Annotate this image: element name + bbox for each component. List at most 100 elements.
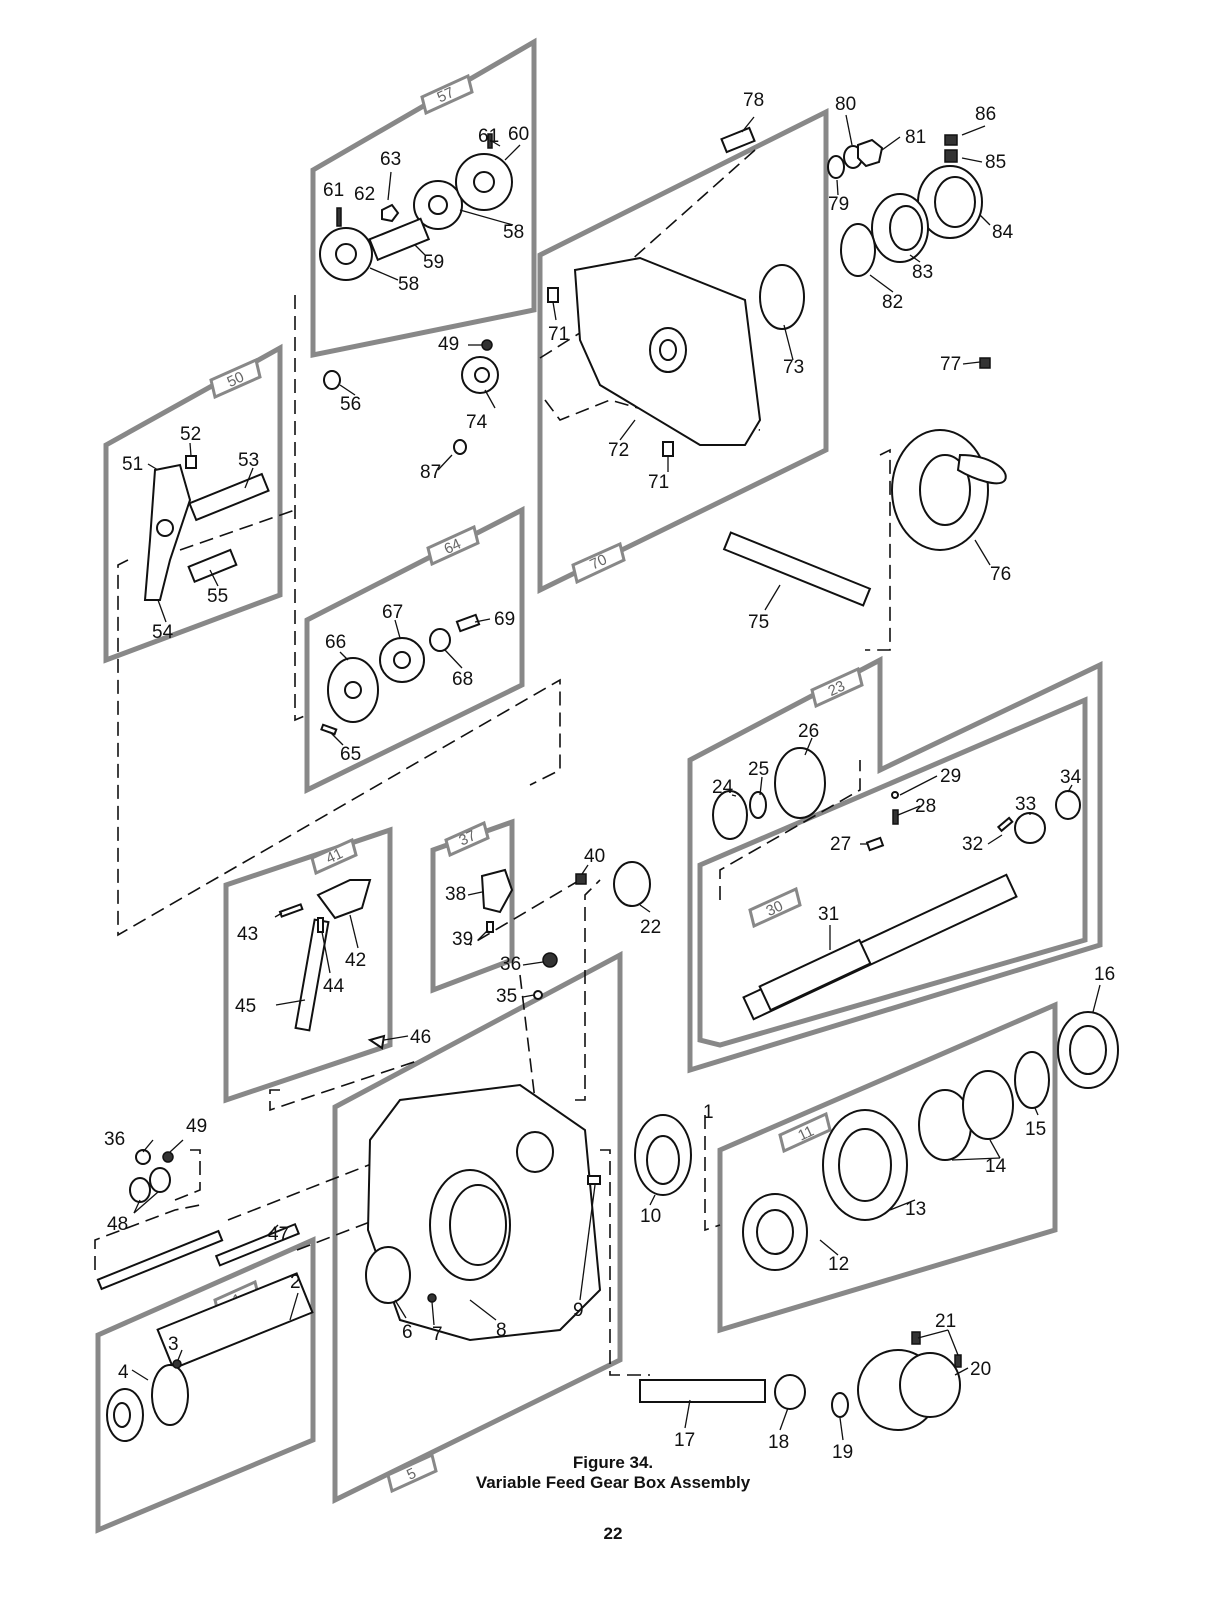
washer-87	[453, 439, 467, 455]
part-label-60: 60	[508, 124, 529, 145]
part-label-12: 12	[828, 1254, 849, 1275]
pin-39	[486, 921, 494, 933]
lever-38	[480, 868, 514, 914]
shaft-75	[722, 531, 872, 607]
tag-30: 30	[748, 886, 802, 929]
part-label-38: 38	[445, 884, 466, 905]
tag-57: 57	[420, 73, 474, 116]
shaft-59	[368, 217, 431, 262]
group-label-41: 41	[323, 845, 345, 867]
screw-49-lower	[162, 1151, 174, 1163]
part-labels: 78 80 81 86 85 79 84 83 82 61 60 63 61 6…	[104, 90, 1115, 1463]
gear-26	[774, 747, 826, 819]
group-label-64: 64	[441, 536, 463, 558]
frame-group-11	[717, 1001, 1058, 1334]
key-46	[367, 1034, 386, 1050]
sleeve-2	[156, 1272, 314, 1370]
part-label-67: 67	[382, 602, 403, 623]
screw-69	[455, 613, 481, 633]
part-label-69: 69	[494, 609, 515, 630]
part-label-28: 28	[915, 796, 936, 817]
spring-22	[613, 861, 651, 907]
part-label-36-lower: 36	[104, 1129, 125, 1150]
part-label-33: 33	[1015, 794, 1036, 815]
part-label-78: 78	[743, 90, 764, 111]
part-label-9: 9	[573, 1300, 584, 1321]
group-label-57: 57	[435, 84, 457, 106]
leader-lines	[131, 114, 1101, 1441]
part-label-61-upper: 61	[478, 126, 499, 147]
parts	[96, 126, 1119, 1442]
group-label-30: 30	[763, 898, 785, 920]
lever-42	[316, 879, 372, 920]
pin-43	[278, 903, 304, 918]
part-label-62: 62	[354, 184, 375, 205]
nut-62	[381, 203, 400, 223]
tag-64: 64	[426, 524, 480, 567]
part-label-39: 39	[452, 929, 473, 950]
pin-65	[320, 723, 338, 736]
group-label-37: 37	[456, 827, 478, 849]
key-27	[865, 836, 885, 852]
part-label-44: 44	[323, 976, 345, 997]
seal-73	[759, 264, 805, 330]
tag-41: 41	[310, 837, 358, 876]
collar-48a	[129, 1177, 151, 1203]
frame-group-70	[537, 107, 829, 595]
group-label-50: 50	[224, 369, 246, 391]
part-label-43: 43	[237, 924, 258, 945]
screw-86	[944, 134, 958, 146]
part-label-47: 47	[268, 1224, 289, 1245]
bushing-56	[323, 370, 341, 390]
part-label-45: 45	[235, 996, 256, 1017]
tag-37: 37	[444, 820, 490, 858]
part-label-22: 22	[640, 917, 661, 938]
part-label-15: 15	[1025, 1119, 1046, 1140]
part-label-31: 31	[818, 904, 839, 925]
part-label-21: 21	[935, 1311, 956, 1332]
seal-6	[365, 1246, 411, 1304]
part-label-65: 65	[340, 744, 361, 765]
part-label-87: 87	[420, 462, 441, 483]
part-label-7: 7	[432, 1324, 443, 1345]
part-label-26: 26	[798, 721, 819, 742]
part-label-29: 29	[940, 766, 961, 787]
part-label-80: 80	[835, 94, 856, 115]
part-label-85: 85	[985, 152, 1006, 173]
part-label-10: 10	[640, 1206, 661, 1227]
part-label-17: 17	[674, 1430, 695, 1451]
part-label-58-lower: 58	[398, 274, 419, 295]
screw-21b	[954, 1354, 962, 1368]
bushing-34	[1055, 790, 1081, 820]
tag-50: 50	[209, 357, 262, 400]
part-label-36-upper: 36	[500, 954, 521, 975]
part-label-74: 74	[466, 412, 488, 433]
figure-title: Variable Feed Gear Box Assembly	[475, 1473, 751, 1492]
nut-81	[857, 138, 884, 168]
part-label-4: 4	[118, 1362, 129, 1383]
part-label-66: 66	[325, 632, 346, 653]
part-label-27: 27	[830, 834, 851, 855]
shaft-47	[214, 1222, 301, 1267]
tag-23: 23	[810, 666, 864, 709]
screw-78	[720, 126, 756, 154]
part-label-53: 53	[238, 450, 259, 471]
gear-4	[151, 1364, 189, 1426]
part-label-73: 73	[783, 357, 804, 378]
screw-85	[944, 149, 958, 163]
cam-18	[774, 1374, 806, 1410]
frame-group-5	[332, 950, 623, 1505]
screw-3	[172, 1359, 182, 1369]
part-label-77: 77	[940, 354, 961, 375]
part-label-42: 42	[345, 950, 366, 971]
pin-71-upper	[547, 287, 559, 303]
part-label-3: 3	[168, 1334, 179, 1355]
screw-7	[427, 1293, 437, 1303]
spring-28	[892, 809, 899, 825]
group-label-11: 11	[795, 1123, 816, 1145]
part-label-81: 81	[905, 127, 926, 148]
frame-group-30	[697, 696, 1088, 1048]
part-label-72: 72	[608, 440, 629, 461]
part-label-49-lower: 49	[186, 1116, 207, 1137]
part-label-55: 55	[207, 586, 228, 607]
